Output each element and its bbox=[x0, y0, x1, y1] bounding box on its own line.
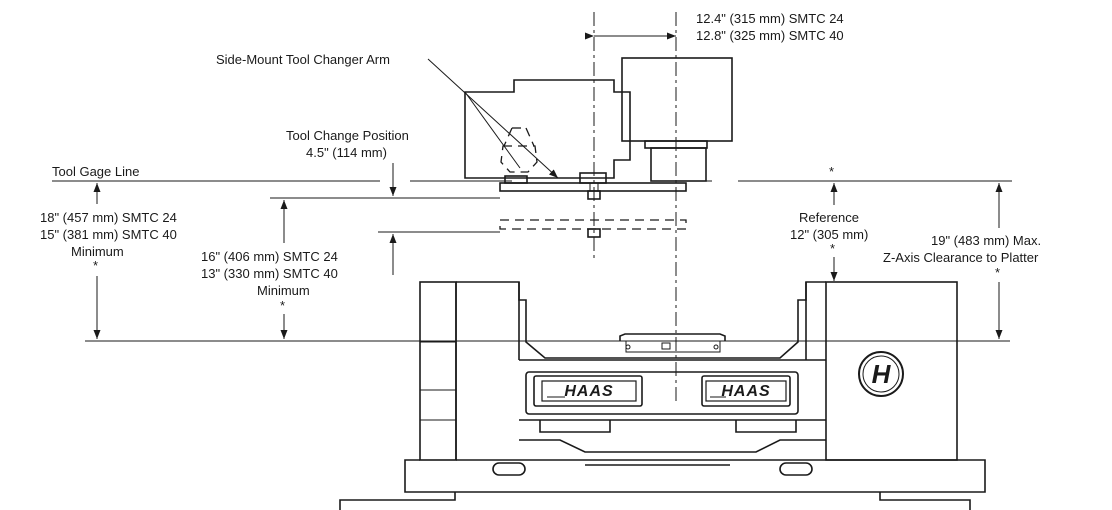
left-dim-star: * bbox=[93, 258, 98, 273]
tool-changer-arm bbox=[499, 172, 687, 200]
left-dim-minimum: Minimum bbox=[71, 244, 124, 259]
arm-leader bbox=[427, 58, 559, 179]
gage-line-label: Tool Gage Line bbox=[52, 164, 139, 179]
tool-changer-arm-lowered bbox=[499, 219, 687, 238]
svg-text:H: H bbox=[872, 359, 892, 389]
zaxis-value: Z-Axis Clearance to Platter bbox=[883, 250, 1039, 265]
zaxis-label: 19" (483 mm) Max. bbox=[931, 233, 1041, 248]
left-dim-label-40: 15" (381 mm) SMTC 40 bbox=[40, 227, 177, 242]
reference-label: Reference bbox=[799, 210, 859, 225]
mid-dim-label-24: 16" (406 mm) SMTC 24 bbox=[201, 249, 338, 264]
reference-star: * bbox=[830, 241, 835, 256]
rotary-table-assembly bbox=[339, 281, 986, 510]
tool-change-value: 4.5" (114 mm) bbox=[306, 145, 387, 160]
left-dim-label-24: 18" (457 mm) SMTC 24 bbox=[40, 210, 177, 225]
spindle-head bbox=[464, 79, 631, 179]
spindle-offset-label-40: 12.8" (325 mm) SMTC 40 bbox=[696, 28, 844, 43]
mid-dim-minimum: Minimum bbox=[257, 283, 310, 298]
spindle-offset-label-24: 12.4" (315 mm) SMTC 24 bbox=[696, 11, 844, 26]
haas-badge-right: HAAS bbox=[705, 380, 787, 402]
mid-dim-star: * bbox=[280, 298, 285, 313]
reference-value: 12" (305 mm) bbox=[790, 227, 868, 242]
haas-badge-left: HAAS bbox=[541, 380, 637, 402]
arm-label: Side-Mount Tool Changer Arm bbox=[216, 52, 390, 67]
tool-change-label: Tool Change Position bbox=[286, 128, 409, 143]
mid-dim-label-40: 13" (330 mm) SMTC 40 bbox=[201, 266, 338, 281]
tool-changer-housing bbox=[621, 57, 733, 182]
svg-text:HAAS: HAAS bbox=[564, 383, 613, 400]
top-star: * bbox=[829, 164, 834, 179]
zaxis-star: * bbox=[995, 265, 1000, 280]
haas-emblem: H bbox=[858, 351, 904, 397]
svg-text:HAAS: HAAS bbox=[721, 383, 770, 400]
